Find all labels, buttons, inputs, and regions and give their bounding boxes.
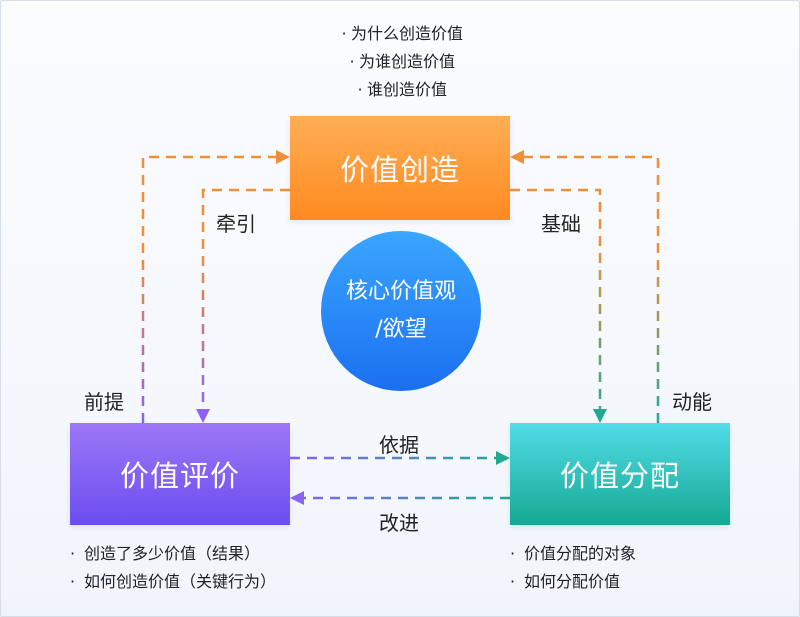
arrow-head-traction bbox=[196, 409, 210, 423]
note-item: ·如何分配价值 bbox=[510, 572, 621, 591]
note-item: ·为谁创造价值 bbox=[349, 52, 455, 71]
edge-label-momentum: 动能 bbox=[672, 390, 712, 414]
edge-label-traction: 牵引 bbox=[216, 212, 256, 236]
value-creation-label: 价值创造 bbox=[339, 153, 460, 187]
edge-label-premise: 前提 bbox=[84, 390, 124, 414]
value-distribution-box: 价值分配 bbox=[510, 423, 730, 525]
distribution-notes: ·价值分配的对象 ·如何分配价值 bbox=[510, 540, 636, 596]
arrow-head-basis bbox=[496, 451, 510, 465]
edge-foundation-line bbox=[510, 188, 602, 411]
core-values-line1: 核心价值观 bbox=[345, 279, 456, 304]
create-notes: ·为什么创造价值 ·为谁创造价值 ·谁创造价值 bbox=[0, 20, 800, 104]
core-values-circle: 核心价值观 /欲望 bbox=[321, 231, 481, 391]
note-item: ·为什么创造价值 bbox=[341, 24, 463, 43]
value-creation-box: 价值创造 bbox=[290, 116, 510, 220]
value-evaluation-label: 价值评价 bbox=[119, 459, 240, 493]
note-item: ·价值分配的对象 bbox=[510, 544, 637, 563]
arrow-head-improve bbox=[290, 491, 304, 505]
edge-label-basis: 依据 bbox=[379, 433, 419, 457]
arrow-head-foundation bbox=[593, 409, 607, 423]
arrow-head-premise bbox=[276, 150, 290, 164]
edge-premise-line bbox=[141, 155, 278, 423]
value-evaluation-box: 价值评价 bbox=[70, 423, 290, 525]
edge-label-improve: 改进 bbox=[379, 511, 419, 535]
edge-label-foundation: 基础 bbox=[541, 212, 581, 236]
arrow-head-momentum bbox=[510, 150, 524, 164]
edge-momentum-line bbox=[522, 155, 660, 423]
note-item: ·谁创造价值 bbox=[357, 80, 447, 99]
edge-traction-line bbox=[201, 188, 290, 411]
value-distribution-label: 价值分配 bbox=[559, 459, 680, 493]
note-item: ·如何创造价值（关键行为） bbox=[70, 572, 277, 591]
note-item: ·创造了多少价值（结果） bbox=[70, 544, 261, 563]
core-values-line2: /欲望 bbox=[375, 317, 427, 342]
evaluation-notes: ·创造了多少价值（结果） ·如何创造价值（关键行为） bbox=[70, 540, 276, 596]
